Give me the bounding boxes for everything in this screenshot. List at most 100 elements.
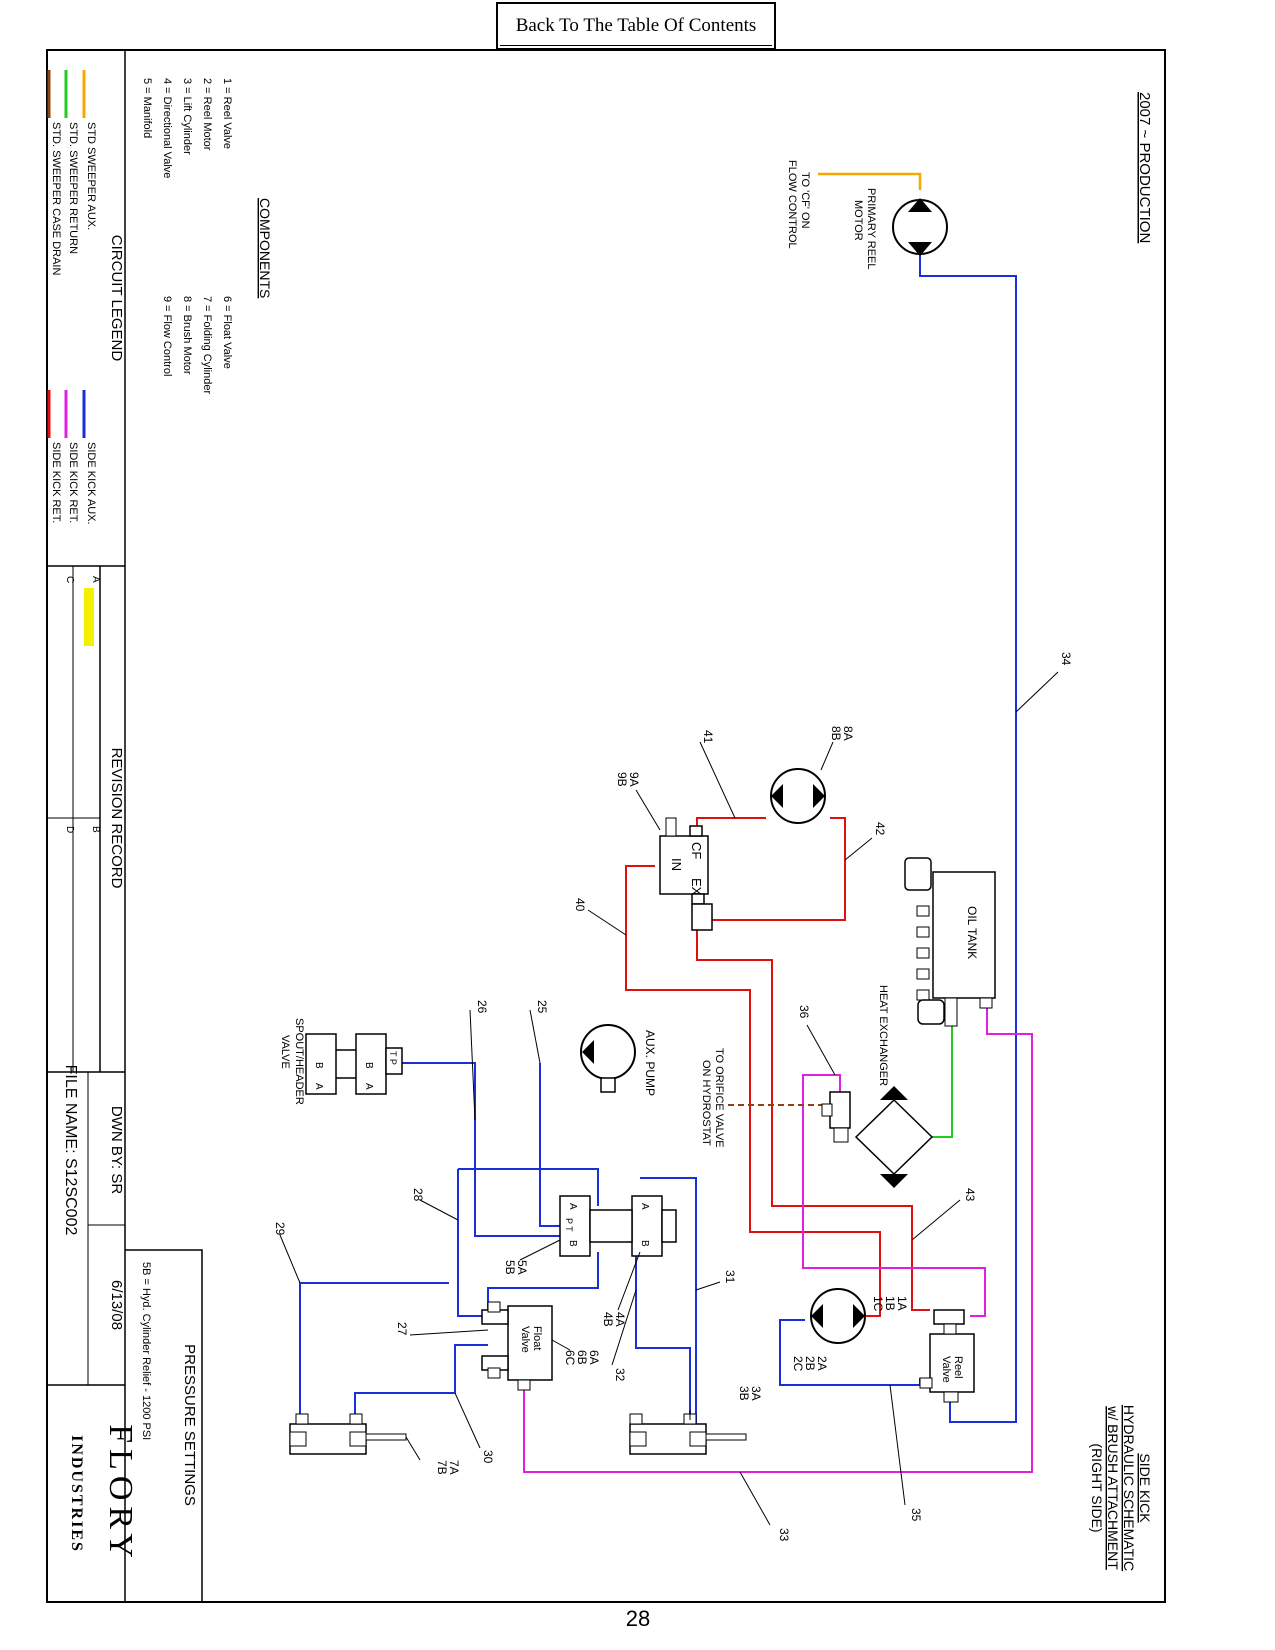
pressure-settings-title: PRESSURE SETTINGS bbox=[181, 1344, 198, 1506]
component-item: 8 = Brush Motor bbox=[181, 296, 193, 375]
callout-33: 33 bbox=[777, 1528, 791, 1542]
callout-27: 27 bbox=[395, 1322, 409, 1336]
callout-25: 25 bbox=[535, 1000, 549, 1014]
primary-reel-motor-label: PRIMARY REEL bbox=[865, 188, 877, 270]
page-number: 28 bbox=[625, 1606, 651, 1631]
svg-text:5B = Hyd. Cylinder Relief - 12: 5B = Hyd. Cylinder Relief - 1200 PSI bbox=[140, 1262, 152, 1440]
svg-text:VALVE: VALVE bbox=[279, 1035, 291, 1069]
pressure-settings-line: 5B = Hyd. Cylinder Relief - 1200 PSI bbox=[140, 1262, 152, 1440]
flow-control bbox=[659, 817, 713, 931]
svg-text:A: A bbox=[313, 1083, 324, 1090]
circuit-legend-title: CIRCUIT LEGEND bbox=[108, 235, 125, 362]
svg-text:TO ORIFICE VALVE: TO ORIFICE VALVE bbox=[713, 1048, 725, 1148]
callout-1b: 1B bbox=[883, 1296, 897, 1311]
callout-42: 42 bbox=[873, 822, 887, 836]
svg-text:(RIGHT SIDE): (RIGHT SIDE) bbox=[1089, 1443, 1105, 1532]
svg-text:T P: T P bbox=[388, 1051, 398, 1065]
legend-item-label: STD. SWEEPER RETURN bbox=[67, 122, 79, 254]
svg-text:FLORY: FLORY bbox=[102, 1424, 139, 1564]
folding-cylinder bbox=[289, 1413, 407, 1455]
reel-valve-label-2: Valve bbox=[940, 1356, 952, 1383]
port-in: IN bbox=[669, 858, 684, 871]
svg-text:B: B bbox=[90, 826, 101, 833]
svg-text:INDUSTRIES: INDUSTRIES bbox=[68, 1435, 85, 1553]
callout-36: 36 bbox=[797, 1005, 811, 1019]
svg-text:HEAT EXCHANGER: HEAT EXCHANGER bbox=[877, 985, 889, 1086]
rev-b: B bbox=[90, 826, 101, 833]
legend-item-label: SIDE KICK AUX. bbox=[85, 442, 97, 525]
rev-c: C bbox=[64, 576, 75, 583]
callout-1a: 1A bbox=[895, 1296, 909, 1311]
production-label: 2007 ~ PRODUCTION bbox=[1136, 92, 1153, 243]
callout-9b: 9B bbox=[615, 772, 629, 787]
callout-9a: 9A bbox=[627, 772, 641, 787]
oil-tank-label: OIL TANK bbox=[965, 906, 979, 959]
legend-item-label: SIDE KICK RET. bbox=[50, 442, 62, 523]
drawing-date: 6/13/08 bbox=[108, 1280, 125, 1330]
svg-text:Float: Float bbox=[531, 1326, 543, 1350]
svg-text:TO 'CF' ON: TO 'CF' ON bbox=[799, 172, 811, 229]
float-valve-label: Float bbox=[531, 1326, 543, 1350]
heat-exchanger bbox=[854, 1086, 934, 1188]
company-name: FLORY bbox=[102, 1424, 139, 1564]
circuit-legend-list: STD SWEEPER AUX.STD. SWEEPER RETURNSTD. … bbox=[47, 70, 97, 525]
callout-leaders bbox=[279, 671, 1059, 1526]
svg-text:REVISION RECORD: REVISION RECORD bbox=[108, 748, 125, 889]
components-title: COMPONENTS bbox=[257, 198, 273, 298]
legend-item-label: STD. SWEEPER CASE DRAIN bbox=[50, 122, 62, 275]
revision-a-highlight-note bbox=[84, 588, 94, 646]
callout-5a: 5A bbox=[515, 1260, 529, 1275]
drawing-title-2: HYDRAULIC SCHEMATIC bbox=[1121, 1405, 1137, 1571]
spout-valve-label-2: VALVE bbox=[279, 1035, 291, 1069]
svg-text:2007 ~ PRODUCTION: 2007 ~ PRODUCTION bbox=[1136, 92, 1153, 243]
callout-2c: 2C bbox=[791, 1356, 805, 1372]
callout-6b: 6B bbox=[575, 1350, 589, 1365]
callout-8a: 8A bbox=[841, 726, 855, 741]
callout-4b: 4B bbox=[601, 1312, 615, 1327]
manifold-directional-valve: A B A B P T bbox=[559, 1195, 677, 1257]
callout-31: 31 bbox=[723, 1270, 737, 1284]
svg-text:ON HYDROSTAT: ON HYDROSTAT bbox=[700, 1060, 712, 1146]
svg-text:B: B bbox=[363, 1062, 374, 1069]
callout-5b: 5B bbox=[503, 1260, 517, 1275]
svg-text:Valve: Valve bbox=[519, 1326, 531, 1353]
callout-40: 40 bbox=[573, 898, 587, 912]
callout-6a: 6A bbox=[587, 1350, 601, 1365]
callout-8b: 8B bbox=[829, 726, 843, 741]
component-item: 3 = Lift Cylinder bbox=[181, 78, 193, 155]
svg-text:A: A bbox=[363, 1083, 374, 1090]
std-return-line bbox=[928, 1003, 953, 1138]
svg-text:AUX. PUMP: AUX. PUMP bbox=[643, 1030, 657, 1096]
orifice-note: TO ORIFICE VALVE bbox=[713, 1048, 725, 1148]
revision-record-title: REVISION RECORD bbox=[108, 748, 125, 889]
callout-29: 29 bbox=[273, 1222, 287, 1236]
back-to-toc-button[interactable]: Back To The Table Of Contents bbox=[496, 2, 776, 50]
reel-valve bbox=[919, 1309, 975, 1403]
rev-d: D bbox=[64, 826, 75, 833]
drawing-title-3: w/ BRUSH ATTACHMENT bbox=[1105, 1405, 1121, 1570]
callout-3a: 3A bbox=[749, 1386, 763, 1401]
svg-text:IN: IN bbox=[669, 858, 684, 871]
svg-text:Reel: Reel bbox=[952, 1356, 964, 1379]
spout-header-valve: B A B A T P bbox=[305, 1033, 403, 1095]
svg-text:P T: P T bbox=[564, 1218, 574, 1232]
callout-34: 34 bbox=[1059, 652, 1073, 666]
svg-text:DWN BY: SR: DWN BY: SR bbox=[108, 1106, 125, 1195]
svg-text:PRIMARY REEL: PRIMARY REEL bbox=[865, 188, 877, 270]
svg-text:EX: EX bbox=[689, 878, 704, 896]
svg-text:FILE NAME: S12SC002: FILE NAME: S12SC002 bbox=[62, 1065, 79, 1236]
component-item: 9 = Flow Control bbox=[161, 296, 173, 376]
port-ex: EX bbox=[689, 878, 704, 896]
callout-26: 26 bbox=[475, 1000, 489, 1014]
side-kick-ret-red-lines bbox=[625, 817, 930, 1317]
callout-35: 35 bbox=[909, 1508, 923, 1522]
side-kick-aux-lines bbox=[299, 252, 1017, 1424]
svg-text:COMPONENTS: COMPONENTS bbox=[257, 198, 273, 298]
svg-text:w/ BRUSH ATTACHMENT: w/ BRUSH ATTACHMENT bbox=[1105, 1405, 1121, 1570]
callout-7a: 7A bbox=[447, 1460, 461, 1475]
svg-text:FLOW CONTROL: FLOW CONTROL bbox=[786, 160, 798, 249]
callout-2b: 2B bbox=[803, 1356, 817, 1371]
callout-28: 28 bbox=[411, 1188, 425, 1202]
